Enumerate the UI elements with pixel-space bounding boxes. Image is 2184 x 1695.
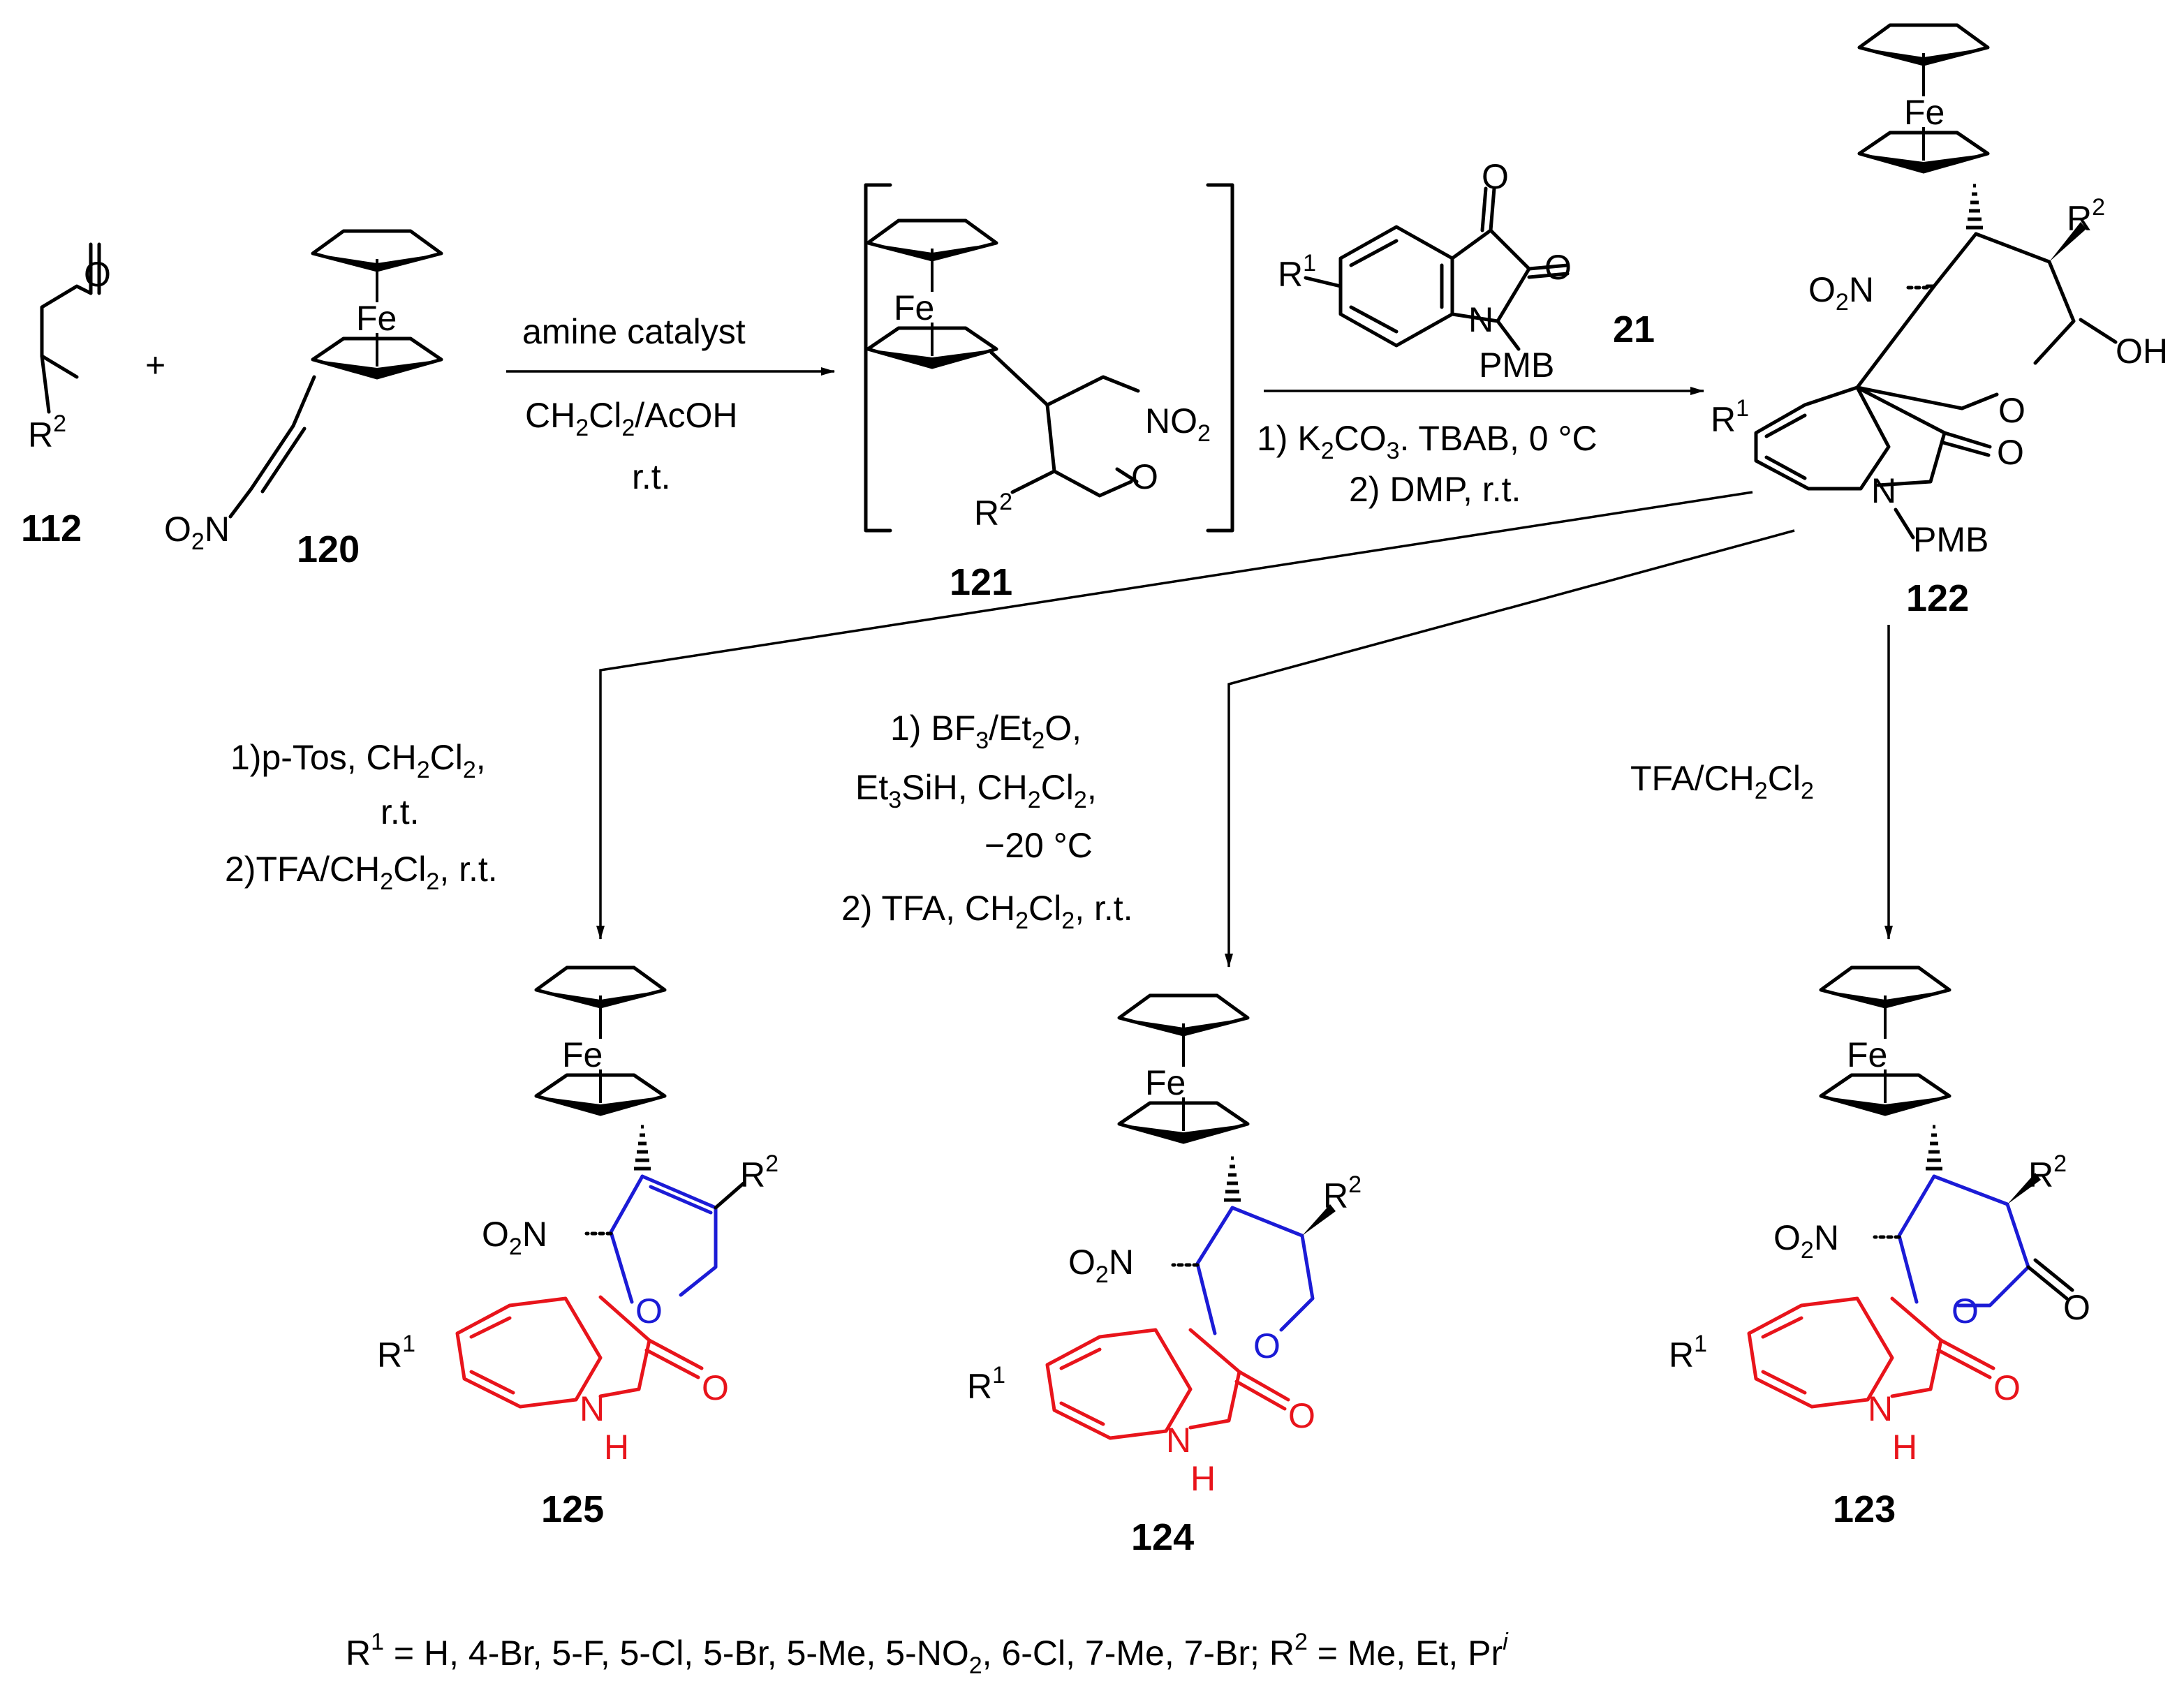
label-124: 124: [1131, 1516, 1194, 1558]
svg-text:R1: R1: [1278, 250, 1316, 294]
label-120: 120: [297, 528, 360, 570]
svg-text:O: O: [1131, 457, 1158, 496]
compound-124: Fe O2N R2 O O N H R1 124: [967, 995, 1362, 1558]
svg-text:O: O: [1951, 1291, 1979, 1331]
svg-text:O: O: [1997, 433, 2024, 472]
svg-text:Fe: Fe: [1847, 1035, 1887, 1074]
svg-text:O: O: [2063, 1288, 2090, 1327]
cond-125-2: r.t.: [381, 792, 420, 831]
atom-r2: R2: [28, 410, 66, 454]
svg-text:O2N: O2N: [1068, 1243, 1134, 1288]
svg-text:Fe: Fe: [894, 288, 934, 327]
svg-text:O2N: O2N: [1808, 270, 1874, 316]
svg-text:O: O: [1482, 157, 1509, 196]
compound-123: Fe O2N R2 O O O N H R1 123: [1669, 968, 2090, 1530]
cond-123: TFA/CH2Cl2: [1630, 759, 1814, 804]
svg-text:N: N: [580, 1389, 605, 1428]
plus-sign: +: [145, 346, 165, 385]
svg-text:Fe: Fe: [356, 299, 397, 338]
svg-text:H: H: [1892, 1428, 1917, 1467]
cond-124-4: 2) TFA, CH2Cl2, r.t.: [841, 889, 1133, 934]
label-125: 125: [541, 1488, 604, 1530]
svg-text:O: O: [1544, 248, 1572, 287]
label-21: 21: [1613, 309, 1655, 350]
svg-text:H: H: [1190, 1459, 1216, 1498]
svg-text:NO2: NO2: [1145, 401, 1211, 447]
svg-text:R2: R2: [2067, 194, 2105, 238]
compound-120: Fe: [313, 231, 441, 378]
cond-124-1: 1) BF3/Et2O,: [890, 709, 1082, 754]
cond-124-2: Et3SiH, CH2Cl2,: [855, 768, 1097, 813]
atom-o: O: [84, 255, 111, 294]
svg-text:R1: R1: [1711, 395, 1749, 439]
compound-112: O R2 112: [21, 242, 111, 549]
compound-125: Fe O2N R2 O O N H R1 125: [377, 968, 779, 1530]
compound-122: Fe O2N R2 O OH O N PMB R1 122: [1711, 25, 2168, 619]
cond-124-3: −20 °C: [984, 826, 1093, 865]
compound-21: O O N PMB R1 21: [1278, 157, 1655, 385]
cond-step2-1: 1) K2CO3. TBAB, 0 °C: [1257, 419, 1598, 464]
cond-step1-1: amine catalyst: [522, 312, 746, 351]
svg-text:O2N: O2N: [1773, 1218, 1839, 1264]
label-123: 123: [1833, 1488, 1896, 1530]
nitro-group: O2N: [164, 510, 230, 555]
svg-text:O: O: [702, 1368, 729, 1407]
svg-text:O: O: [635, 1291, 663, 1331]
svg-text:Fe: Fe: [1145, 1063, 1186, 1102]
svg-text:N: N: [1868, 1389, 1893, 1428]
svg-text:R2: R2: [974, 489, 1012, 533]
svg-text:OH: OH: [2116, 332, 2168, 371]
cond-125-3: 2)TFA/CH2Cl2, r.t.: [225, 850, 498, 895]
svg-text:R2: R2: [1323, 1171, 1362, 1215]
cond-step1-3: r.t.: [632, 457, 671, 496]
svg-text:Fe: Fe: [1904, 93, 1945, 132]
svg-text:PMB: PMB: [1479, 346, 1554, 385]
cond-125-1: 1)p-Tos, CH2Cl2,: [230, 738, 486, 783]
cond-step2-2: 2) DMP, r.t.: [1349, 470, 1521, 509]
svg-text:H: H: [604, 1428, 629, 1467]
svg-text:O2N: O2N: [482, 1215, 547, 1260]
cond-step1-2: CH2Cl2/AcOH: [525, 396, 738, 441]
arrow-to-125: [596, 491, 1753, 940]
label-122: 122: [1906, 577, 1969, 619]
compound-121: Fe NO2 O R2 121: [864, 183, 1234, 603]
svg-text:N: N: [1468, 300, 1493, 339]
svg-text:N: N: [1871, 471, 1896, 510]
label-112: 112: [21, 508, 82, 549]
svg-text:O: O: [1993, 1368, 2021, 1407]
svg-text:O: O: [1288, 1396, 1315, 1435]
arrow-to-124: [1225, 529, 1795, 968]
svg-text:R1: R1: [377, 1331, 415, 1375]
label-121: 121: [950, 561, 1012, 603]
svg-text:R1: R1: [1669, 1331, 1707, 1375]
svg-text:N: N: [1166, 1421, 1191, 1460]
svg-text:R2: R2: [740, 1150, 779, 1194]
substituent-footnote: R1 = H, 4-Br, 5-F, 5-Cl, 5-Br, 5-Me, 5-N…: [346, 1629, 1509, 1679]
svg-text:R1: R1: [967, 1362, 1005, 1406]
svg-text:Fe: Fe: [562, 1035, 603, 1074]
svg-text:O: O: [1998, 391, 2026, 430]
svg-text:PMB: PMB: [1913, 520, 1989, 559]
svg-text:O: O: [1253, 1326, 1281, 1365]
svg-text:R2: R2: [2028, 1150, 2067, 1194]
